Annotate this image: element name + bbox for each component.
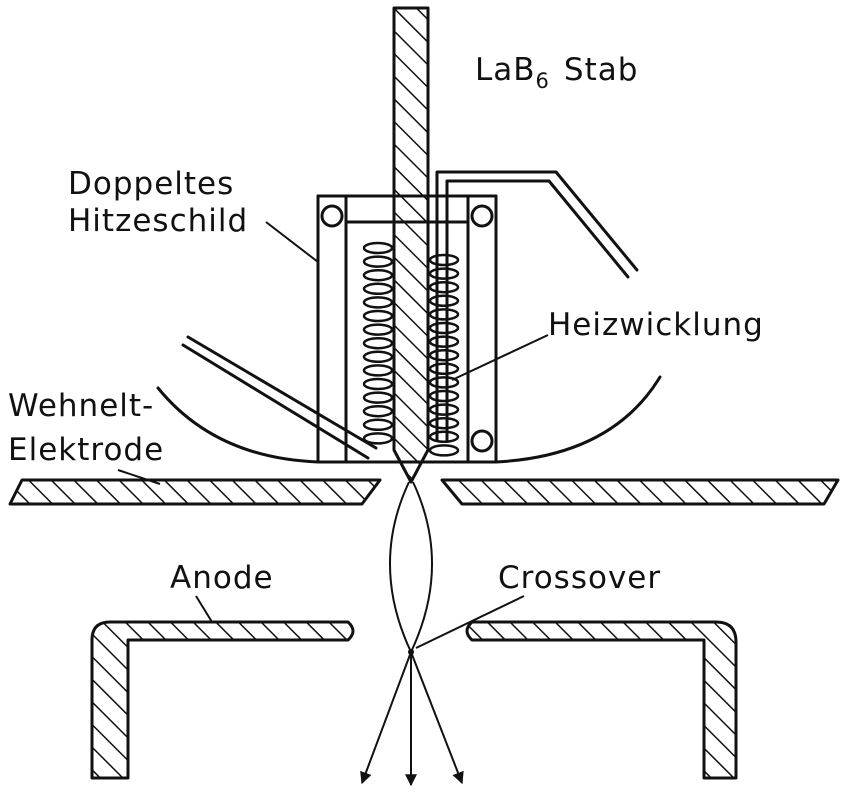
coil-winding	[428, 348, 460, 362]
shield-bolt-top-right	[470, 204, 494, 228]
leader-crossover	[415, 595, 525, 649]
label-heat-shield-2: Hitzeschild	[68, 203, 248, 239]
coil-winding	[362, 404, 394, 418]
coil-winding	[428, 267, 460, 280]
shield-bolt-top-left	[320, 204, 344, 228]
coil-winding	[428, 294, 460, 308]
coil-winding	[428, 389, 460, 403]
leader-anode	[195, 595, 213, 623]
coil-winding	[362, 377, 394, 391]
label-heat-shield-1: Doppeltes	[68, 166, 234, 202]
label-anode: Anode	[170, 560, 274, 596]
coil-winding	[362, 391, 394, 404]
beam-envelope-left	[389, 481, 412, 653]
label-heating-coil: Heizwicklung	[548, 307, 764, 343]
coil-winding	[362, 350, 394, 364]
coil-winding	[362, 255, 394, 268]
lab6-rod	[392, 6, 430, 484]
anode-right	[465, 620, 738, 780]
beam-envelope-right	[410, 481, 433, 653]
ray-right	[410, 651, 464, 785]
coil-winding	[362, 323, 394, 336]
leader-heat-shield	[265, 221, 319, 263]
coil-winding	[428, 321, 460, 335]
left-wire-outer	[181, 343, 370, 460]
label-crossover: Crossover	[498, 560, 661, 596]
coil-winding	[428, 253, 460, 267]
coil-winding	[362, 309, 394, 323]
heating-coil-left	[362, 241, 394, 445]
coil-winding	[428, 280, 460, 294]
coil-winding	[428, 335, 460, 348]
coil-winding	[428, 376, 460, 389]
coil-winding	[428, 403, 460, 416]
coil-winding	[428, 362, 460, 376]
coil-winding	[362, 282, 394, 296]
wehnelt-curve-left	[156, 386, 320, 464]
left-wire-inner	[186, 335, 378, 450]
coil-winding	[362, 418, 394, 432]
leader-heating-coil	[451, 334, 549, 381]
coil-winding	[362, 241, 394, 255]
heating-coil-right	[428, 253, 460, 457]
coil-winding	[362, 432, 394, 445]
coil-winding	[428, 444, 460, 457]
wehnelt-curve-right	[494, 375, 662, 464]
coil-winding	[428, 430, 460, 444]
leader-wehnelt	[117, 469, 161, 485]
ray-left	[360, 651, 412, 785]
coil-winding	[362, 364, 394, 377]
coil-winding	[362, 268, 394, 282]
coil-winding	[428, 416, 460, 430]
label-wehnelt-1: Wehnelt-	[8, 388, 154, 424]
coil-winding	[362, 336, 394, 350]
wehnelt-plate-right	[440, 478, 840, 506]
shield-bolt-bottom-right	[470, 429, 494, 453]
wehnelt-plate-left	[8, 478, 382, 506]
coil-winding	[362, 296, 394, 309]
label-wehnelt-2: Elektrode	[8, 432, 164, 468]
heat-shield-right-wall	[466, 194, 498, 464]
coil-winding	[428, 308, 460, 321]
anode-left	[90, 620, 355, 780]
